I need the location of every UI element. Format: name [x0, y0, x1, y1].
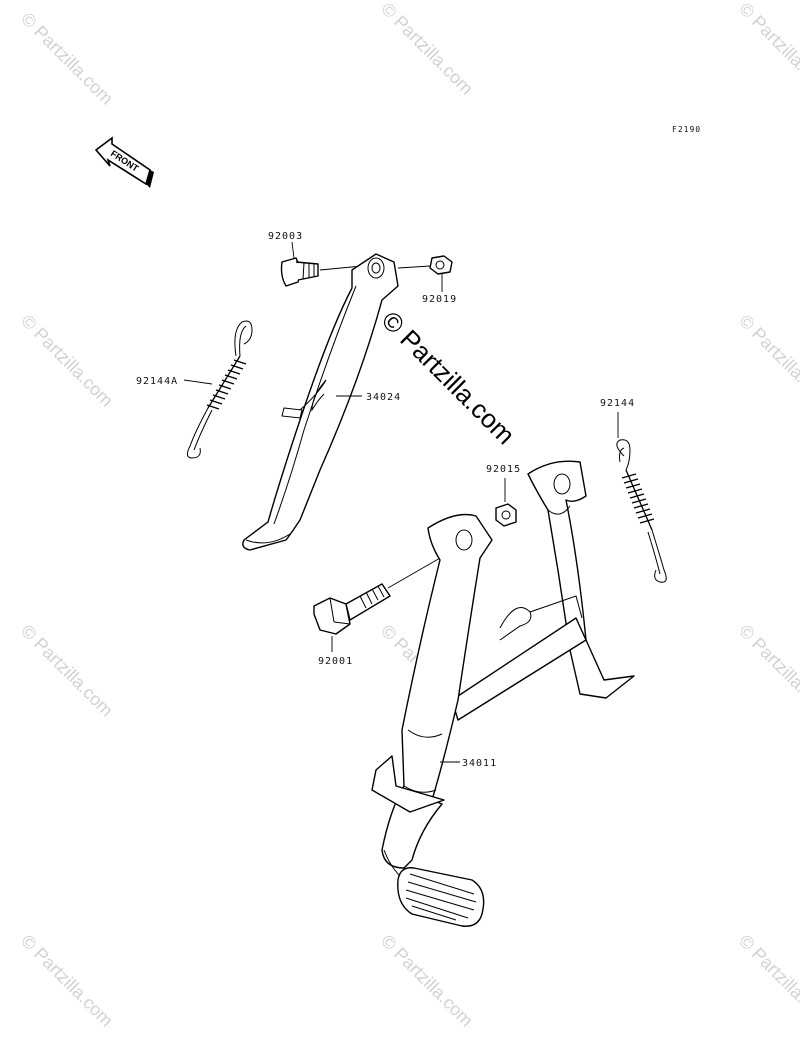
- watermark-tile: © Partzilla.com: [735, 0, 800, 99]
- callout-label-92001: 92001: [318, 656, 353, 667]
- watermark-tile: © Partzilla.com: [377, 931, 477, 1031]
- bolt-92001: [313, 549, 455, 652]
- callout-label-92015: 92015: [486, 464, 521, 475]
- center-stand-34011: [371, 460, 635, 927]
- nut-92015: [495, 478, 517, 527]
- callout-label-92144A: 92144A: [136, 376, 178, 387]
- callout-label-92019: 92019: [422, 294, 457, 305]
- figure-code: F2190: [672, 125, 701, 134]
- watermark-tile: © Partzilla.com: [17, 9, 117, 109]
- watermark-tile: © Partzilla.com: [17, 621, 117, 721]
- spring-92144: [616, 412, 667, 583]
- callout-label-34011: 34011: [462, 758, 497, 769]
- callout-label-92003: 92003: [268, 231, 303, 242]
- watermark-tile: © Partzilla.com: [735, 931, 800, 1031]
- bolt-92003: [280, 257, 363, 287]
- side-stand-34024: [242, 253, 399, 551]
- callout-label-34024: 34024: [366, 392, 401, 403]
- watermark-tile: © Partzilla.com: [17, 311, 117, 411]
- front-arrow-icon: FRONT: [94, 136, 154, 188]
- spring-92144A: [183, 320, 253, 459]
- watermark-tile: © Partzilla.com: [735, 621, 800, 721]
- watermark-center: © Partzilla.com: [376, 305, 521, 450]
- watermark-tile: © Partzilla.com: [17, 931, 117, 1031]
- callout-label-92144: 92144: [600, 398, 635, 409]
- nut-92019: [397, 255, 453, 275]
- watermark-tile: © Partzilla.com: [377, 0, 477, 99]
- watermark-tile: © Partzilla.com: [735, 311, 800, 411]
